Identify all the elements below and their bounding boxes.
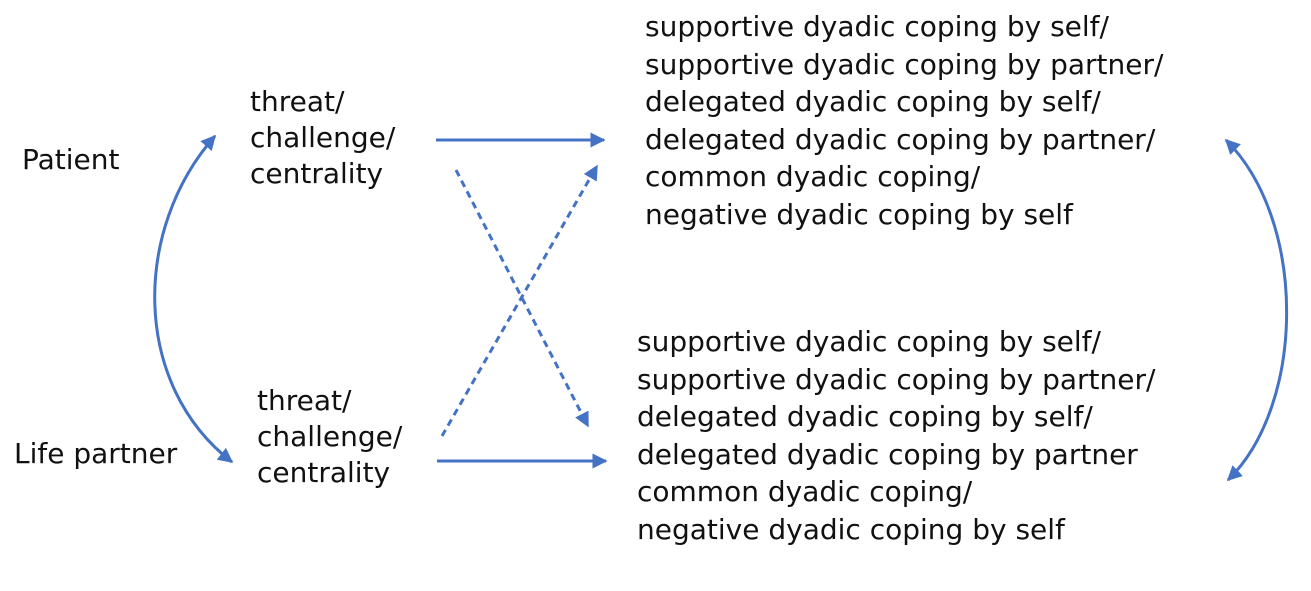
partner-coping-item: delegated dyadic coping by partner <box>637 437 1138 471</box>
partner-coping-item: common dyadic coping/ <box>637 475 973 508</box>
patient-coping-item: delegated dyadic coping by self/ <box>645 85 1101 118</box>
partner-appraisal-threat: threat/ <box>257 384 352 417</box>
patient-coping-item: delegated dyadic coping by partner/ <box>645 122 1156 156</box>
partner-coping-item: negative dyadic coping by self <box>637 512 1065 546</box>
patient-coping-item: negative dyadic coping by self <box>645 197 1073 231</box>
patient-coping-item: common dyadic coping/ <box>645 160 981 193</box>
patient-label: Patient <box>22 143 120 176</box>
partner-coping-block: supportive dyadic coping by self/ suppor… <box>637 323 1155 548</box>
patient-appraisal-challenge: challenge/ <box>250 121 396 154</box>
left-correlation-arrow <box>153 134 234 464</box>
life-partner-label: Life partner <box>14 437 178 470</box>
right-correlation-arrow <box>1224 138 1289 482</box>
patient-appraisal-block: threat/ challenge/ centrality <box>250 84 395 192</box>
partner-appraisal-centrality: centrality <box>257 456 391 489</box>
patient-appraisal-centrality: centrality <box>250 157 384 190</box>
patient-appraisal-threat: threat/ <box>250 85 345 118</box>
partner-appraisal-challenge: challenge/ <box>257 420 403 453</box>
partner-coping-item: delegated dyadic coping by self/ <box>637 400 1093 433</box>
partner-coping-item: supportive dyadic coping by partner/ <box>637 362 1156 396</box>
partner-appraisal-block: threat/ challenge/ centrality <box>257 383 402 491</box>
partner-to-patient-dashed-arrow <box>440 164 599 437</box>
patient-coping-item: supportive dyadic coping by self/ <box>645 10 1109 43</box>
patient-coping-item: supportive dyadic coping by partner/ <box>645 47 1164 81</box>
partner-coping-item: supportive dyadic coping by self/ <box>637 325 1101 358</box>
patient-coping-block: supportive dyadic coping by self/ suppor… <box>645 8 1163 233</box>
